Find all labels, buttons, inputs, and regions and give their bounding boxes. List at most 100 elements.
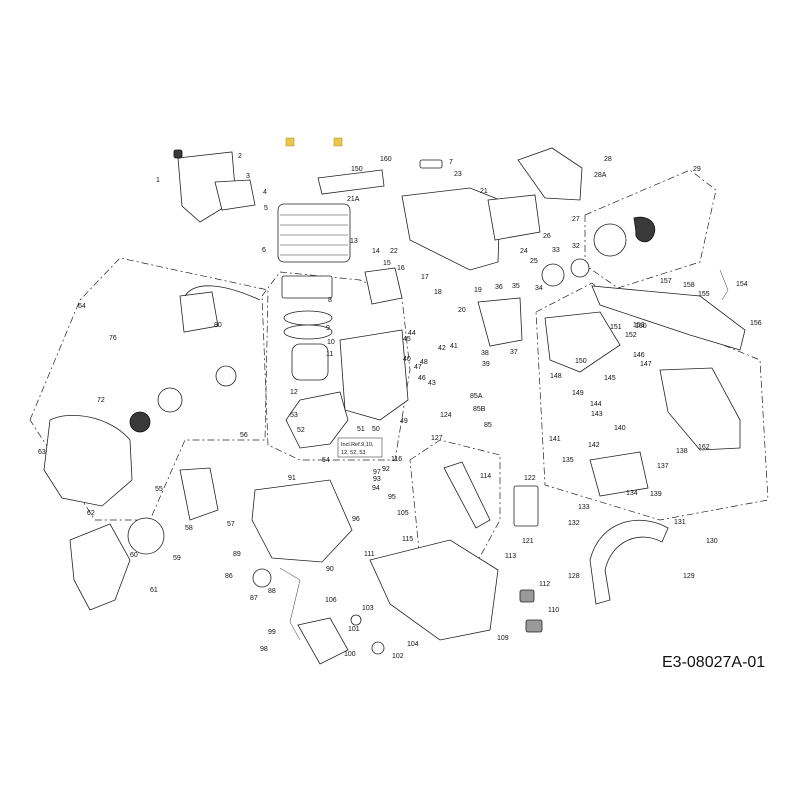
callout-110: 110 bbox=[548, 607, 559, 614]
parts-drawing bbox=[43, 137, 746, 665]
starter-housing-part bbox=[43, 414, 133, 507]
callout-61: 61 bbox=[150, 587, 158, 594]
included-parts-note: Incl.Ref.9,10, 12, 52, 53 bbox=[337, 437, 383, 458]
callout-76: 76 bbox=[109, 335, 117, 342]
callout-134: 134 bbox=[626, 490, 638, 497]
callout-104: 104 bbox=[407, 641, 419, 648]
callout-105: 105 bbox=[397, 510, 409, 517]
grommet-2-part bbox=[350, 614, 362, 626]
callout-43: 43 bbox=[428, 380, 436, 387]
grommet-part bbox=[371, 641, 385, 655]
lower-case-part bbox=[251, 479, 353, 563]
guide-bar-group-outline bbox=[535, 282, 769, 521]
callout-128: 128 bbox=[568, 573, 580, 580]
callout-155: 155 bbox=[698, 291, 710, 298]
rear-handle-part bbox=[369, 539, 499, 641]
drawing-code: E3-08027A-01 bbox=[662, 654, 766, 671]
callout-13: 13 bbox=[350, 238, 358, 245]
callout-98: 98 bbox=[260, 646, 268, 653]
callout-16: 16 bbox=[397, 265, 405, 272]
callout-11: 11 bbox=[326, 351, 333, 358]
callout-47: 47 bbox=[414, 364, 422, 371]
callout-2: 2 bbox=[238, 153, 242, 160]
spark-plug-part bbox=[419, 159, 443, 169]
sprocket-part bbox=[541, 263, 565, 287]
callout-150: 150 bbox=[575, 358, 587, 365]
callout-113: 113 bbox=[505, 553, 516, 560]
callout-152: 152 bbox=[625, 332, 637, 339]
callout-54: 54 bbox=[322, 457, 330, 464]
callout-59: 59 bbox=[173, 555, 181, 562]
callout-122: 122 bbox=[524, 475, 536, 482]
callout-102: 102 bbox=[392, 653, 404, 660]
callout-42: 42 bbox=[438, 345, 446, 352]
callout-49: 49 bbox=[400, 418, 408, 425]
callout-34: 34 bbox=[535, 285, 543, 292]
pawl-carrier-part bbox=[157, 387, 183, 413]
cylinder-part bbox=[277, 203, 351, 263]
callout-7: 7 bbox=[449, 159, 453, 166]
callout-85B: 85B bbox=[473, 406, 486, 413]
callout-160: 160 bbox=[380, 156, 392, 163]
intake-plate-part bbox=[477, 297, 523, 347]
callout-156: 156 bbox=[750, 320, 762, 327]
callout-21A: 21A bbox=[347, 196, 360, 203]
callout-46: 46 bbox=[418, 375, 426, 382]
callout-8: 8 bbox=[328, 297, 332, 304]
callout-153: 153 bbox=[633, 322, 645, 329]
callout-44: 44 bbox=[408, 330, 416, 337]
callout-4: 4 bbox=[263, 189, 267, 196]
callout-48: 48 bbox=[420, 359, 428, 366]
brake-band-part bbox=[589, 451, 649, 497]
callout-58: 58 bbox=[185, 525, 193, 532]
callout-160: 160 bbox=[635, 323, 647, 330]
callout-157: 157 bbox=[660, 278, 672, 285]
callout-9: 9 bbox=[326, 325, 330, 332]
cylinder-gasket-part bbox=[281, 275, 333, 299]
callout-135: 135 bbox=[562, 457, 574, 464]
ignition-lead-part bbox=[184, 285, 261, 301]
chain-brake-housing-part bbox=[544, 311, 621, 373]
deco-plate-part bbox=[317, 169, 385, 195]
callout-15: 15 bbox=[383, 260, 391, 267]
plug-part bbox=[525, 619, 543, 633]
callout-150: 150 bbox=[351, 166, 363, 173]
callout-151: 151 bbox=[610, 324, 622, 331]
carburetor-part bbox=[364, 267, 403, 305]
callout-115: 115 bbox=[402, 536, 413, 543]
callout-124: 124 bbox=[440, 412, 452, 419]
callout-51: 51 bbox=[357, 426, 365, 433]
callout-145: 145 bbox=[604, 375, 616, 382]
callout-154: 154 bbox=[736, 281, 748, 288]
chain-cover-top-part bbox=[487, 194, 541, 241]
piston-part bbox=[291, 343, 329, 381]
callout-114: 114 bbox=[480, 473, 491, 480]
callout-45: 45 bbox=[403, 336, 411, 343]
callout-90: 90 bbox=[326, 566, 334, 573]
callout-111: 111 bbox=[364, 551, 375, 558]
callout-92: 92 bbox=[382, 466, 390, 473]
callout-96: 96 bbox=[352, 516, 360, 523]
callout-85: 85 bbox=[484, 422, 492, 429]
callout-162: 162 bbox=[698, 444, 710, 451]
callout-20: 20 bbox=[458, 307, 466, 314]
included-parts-note-line-2: 12, 52, 53 bbox=[341, 450, 365, 456]
callout-39: 39 bbox=[482, 361, 490, 368]
callout-26: 26 bbox=[543, 233, 551, 240]
callout-87: 87 bbox=[250, 595, 258, 602]
callout-139: 139 bbox=[650, 491, 662, 498]
callout-99: 99 bbox=[268, 629, 276, 636]
callout-140: 140 bbox=[614, 425, 626, 432]
sprocket-cover-part bbox=[517, 147, 583, 201]
callout-1: 1 bbox=[156, 177, 160, 184]
filter-part bbox=[214, 179, 256, 211]
callout-144: 144 bbox=[590, 401, 602, 408]
callout-121: 121 bbox=[522, 538, 534, 545]
side-cover-part bbox=[659, 367, 741, 451]
clutch-part bbox=[593, 223, 627, 257]
callout-6: 6 bbox=[262, 247, 266, 254]
callout-33: 33 bbox=[552, 247, 560, 254]
callout-25: 25 bbox=[530, 258, 538, 265]
